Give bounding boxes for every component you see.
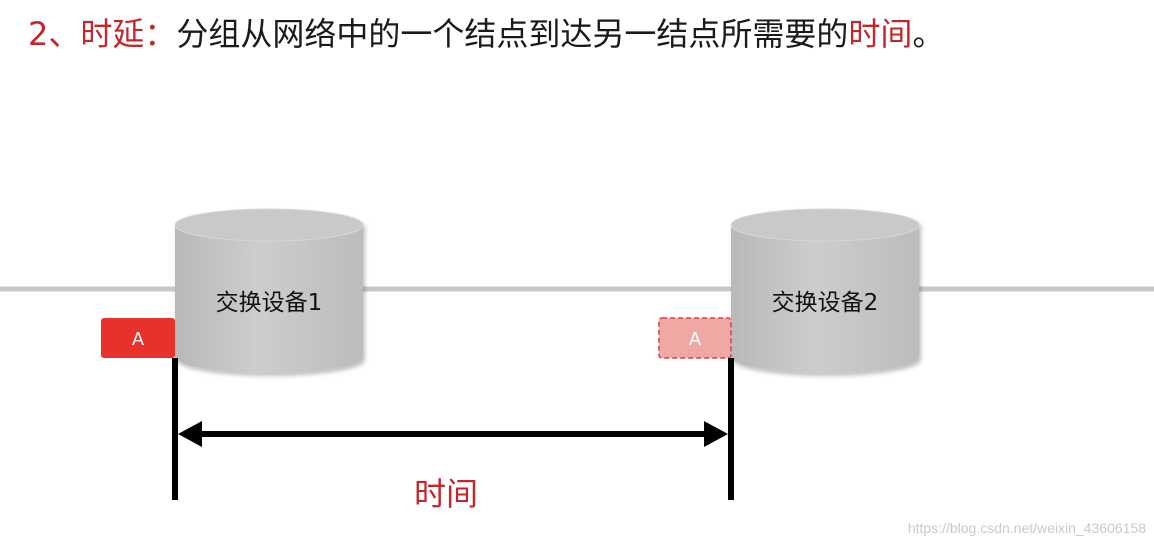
watermark: https://blog.csdn.net/weixin_43606158 xyxy=(907,520,1146,536)
switch-2-body xyxy=(731,225,919,373)
time-arrow-right-head xyxy=(704,421,728,447)
switch-1 xyxy=(174,208,364,373)
time-arrow-left-head xyxy=(178,421,202,447)
switch-2 xyxy=(730,208,920,373)
switch-2-label: 交换设备2 xyxy=(772,290,879,316)
packet-a-faded-box xyxy=(658,317,732,359)
heading-colon: ： xyxy=(144,15,177,53)
switch-1-body xyxy=(175,225,363,373)
heading-highlight: 时间 xyxy=(848,15,913,53)
switch-1-label: 交换设备1 xyxy=(216,290,323,316)
switch-1-top xyxy=(174,208,364,242)
packet-a-faded-label: A xyxy=(689,329,701,349)
heading-term: 时延 xyxy=(80,15,145,53)
packet-a-solid: A xyxy=(101,318,175,358)
time-span-arrow xyxy=(178,421,728,447)
slide-heading: 2、时延：分组从网络中的一个结点到达另一结点所需要的时间。 xyxy=(28,10,944,58)
packet-a-solid-label: A xyxy=(132,329,144,349)
time-label: 时间 xyxy=(414,475,478,513)
heading-period: 。 xyxy=(912,15,945,53)
packet-a-solid-box xyxy=(101,318,175,358)
switch-2-top xyxy=(730,208,920,242)
packet-a-faded: A xyxy=(658,317,732,359)
heading-definition: 分组从网络中的一个结点到达另一结点所需要的 xyxy=(176,15,849,53)
heading-number: 2、 xyxy=(28,15,81,53)
